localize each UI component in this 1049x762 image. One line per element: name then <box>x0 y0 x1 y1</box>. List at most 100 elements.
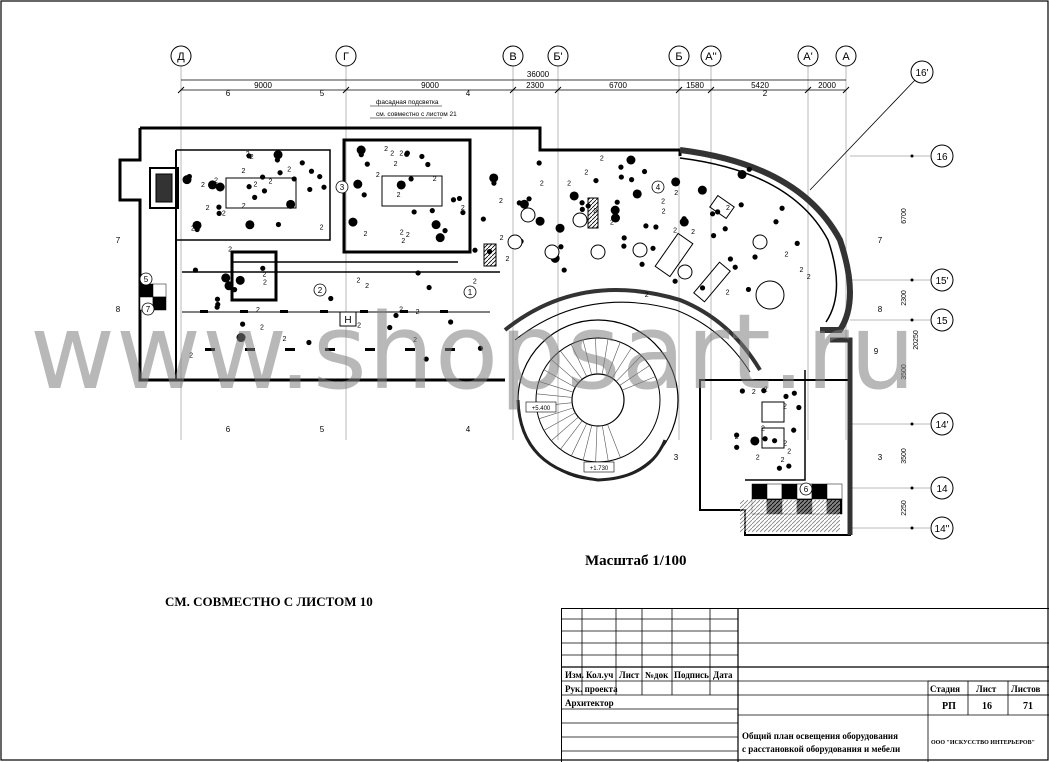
level-mark: +5.400 <box>532 406 551 412</box>
light-fixture <box>306 339 312 346</box>
light-fixture <box>739 388 745 394</box>
light-fixture <box>235 275 245 285</box>
light-fixture <box>722 226 728 232</box>
fixture-type-label: 2 <box>785 252 789 259</box>
light-fixture <box>286 199 296 209</box>
stair-tread <box>543 369 576 388</box>
light-fixture <box>299 160 305 166</box>
light-fixture <box>643 223 649 229</box>
linear-fixture <box>245 348 255 351</box>
company-name: ООО "ИСКУССТВО ИНТЕРЬЕРОВ" <box>931 740 1035 746</box>
light-fixture <box>715 209 721 215</box>
stair-tread <box>615 355 642 382</box>
axis-marker: Д <box>170 45 192 67</box>
light-fixture <box>621 235 627 241</box>
room-bubble <box>651 180 665 194</box>
axis-label: А' <box>803 51 812 63</box>
fixture-type-label: 2 <box>399 150 403 157</box>
axis-bubble <box>930 516 954 540</box>
light-fixture <box>361 192 367 198</box>
dim-tick <box>910 154 914 158</box>
light-fixture <box>672 278 678 284</box>
linear-fixture <box>360 310 368 313</box>
fixture-type-label: 2 <box>691 229 695 236</box>
fixture-type-label: 2 <box>287 166 291 173</box>
linear-fixture <box>280 310 288 313</box>
fixture-type-label: 2 <box>242 168 246 175</box>
light-fixture <box>628 177 635 183</box>
dim-value: 3500 <box>901 364 908 380</box>
fixture-type-label: 2 <box>263 279 267 286</box>
axis-bubble <box>930 268 954 292</box>
floor-tile <box>751 483 768 500</box>
light-fixture <box>215 301 221 308</box>
axis-label: 16 <box>936 152 948 163</box>
sheets-label: Листов <box>1011 684 1041 694</box>
light-fixture <box>791 390 797 396</box>
axis-label: 16' <box>915 68 928 79</box>
stair-mark-box <box>339 311 357 327</box>
sheet-label: Лист <box>976 684 997 694</box>
light-fixture <box>632 189 642 199</box>
light-fixture <box>618 164 624 170</box>
sheet-value: 16 <box>982 701 992 712</box>
room-marker: 6 <box>799 482 813 496</box>
stair-tread <box>570 344 587 377</box>
dim-tick <box>910 486 914 490</box>
axis-label: Г <box>343 51 349 63</box>
light-fixture <box>555 223 565 233</box>
floor-tile <box>781 483 798 500</box>
fixture-type-label: 2 <box>461 205 465 212</box>
light-fixture <box>679 217 689 227</box>
light-fixture <box>425 161 431 168</box>
axis-marker: 15 <box>930 308 954 332</box>
light-fixture <box>699 285 706 291</box>
stair-tread <box>538 407 574 420</box>
stair-tread <box>543 412 576 431</box>
light-fixture <box>259 174 266 180</box>
light-fixture <box>192 267 199 273</box>
axis-label: А <box>842 51 850 63</box>
stage-label: Стадия <box>930 684 961 694</box>
stair-tread <box>619 365 650 386</box>
light-fixture <box>734 444 740 450</box>
fixture-type-label: 2 <box>399 306 403 313</box>
stair-tread <box>551 416 579 441</box>
light-fixture <box>356 145 366 155</box>
light-fixture <box>236 333 246 343</box>
fixture-type-label: 2 <box>246 151 250 158</box>
fixture-type-label: 2 <box>214 178 218 185</box>
fixture-type-label: 2 <box>756 454 760 461</box>
fixture-type-label: 2 <box>761 426 765 433</box>
light-fixture <box>431 220 441 230</box>
light-fixture <box>579 206 585 212</box>
reference-mark: 7 <box>116 236 121 245</box>
fixture-type-label: 2 <box>365 283 369 290</box>
axis-bubble <box>930 476 954 500</box>
light-fixture <box>771 438 778 444</box>
floor-tile <box>152 296 167 311</box>
fixture-type-label: 2 <box>807 274 811 281</box>
light-fixture <box>516 200 522 206</box>
stair-tread <box>582 425 593 461</box>
room-number: 2 <box>318 286 323 295</box>
fixture-type-label: 2 <box>406 232 410 239</box>
axis-label: А'' <box>705 51 717 63</box>
stair-tread <box>560 420 583 450</box>
fixture-type-label: 2 <box>390 151 394 158</box>
light-fixture <box>321 184 327 190</box>
axis-label: Б <box>675 51 682 63</box>
stair-tread <box>595 338 598 375</box>
light-fixture <box>348 217 358 227</box>
light-fixture <box>328 295 334 302</box>
light-fixture <box>489 173 499 183</box>
room-marker: 5 <box>139 272 153 286</box>
fixture-type-label: 2 <box>752 389 756 396</box>
ceiling-fixture <box>572 212 588 228</box>
fixture-type-label: 2 <box>394 161 398 168</box>
ceiling-fixture <box>590 244 606 260</box>
axis-marker: 14'' <box>930 516 954 540</box>
light-fixture <box>519 199 529 209</box>
